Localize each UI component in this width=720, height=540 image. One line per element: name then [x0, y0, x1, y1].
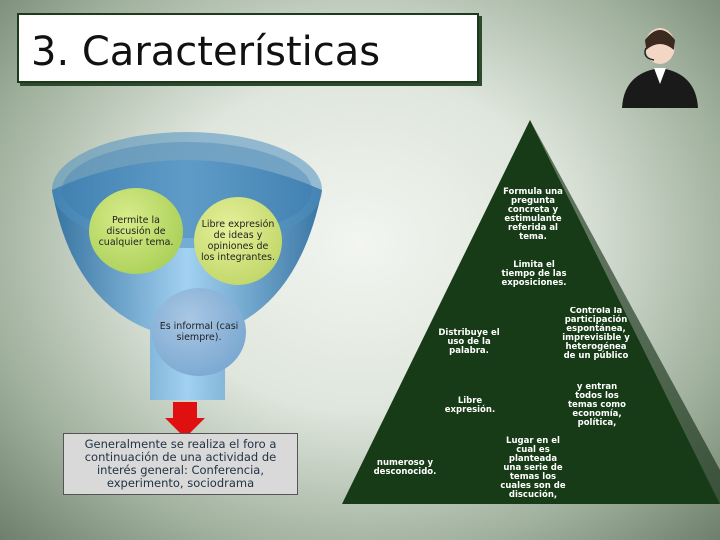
pyramid-text-topics: y entran todos los temas como economía, …: [565, 383, 629, 428]
pyramid-text-distribution: Distribuye el uso de la palabra.: [436, 329, 502, 356]
pyramid-text-control: Controla la participación espontánea, im…: [562, 307, 630, 369]
pyramid-text-time-limit: Limita el tiempo de las exposiciones.: [500, 261, 568, 288]
pyramid-text-free-expression: Libre expresión.: [440, 397, 500, 415]
pyramid-text-question: Formula una pregunta concreta y estimula…: [502, 188, 564, 242]
pyramid-text-place: Lugar en el cual es planteada una serie …: [500, 437, 566, 500]
pyramid-text-audience: numeroso y desconocido.: [372, 459, 438, 477]
